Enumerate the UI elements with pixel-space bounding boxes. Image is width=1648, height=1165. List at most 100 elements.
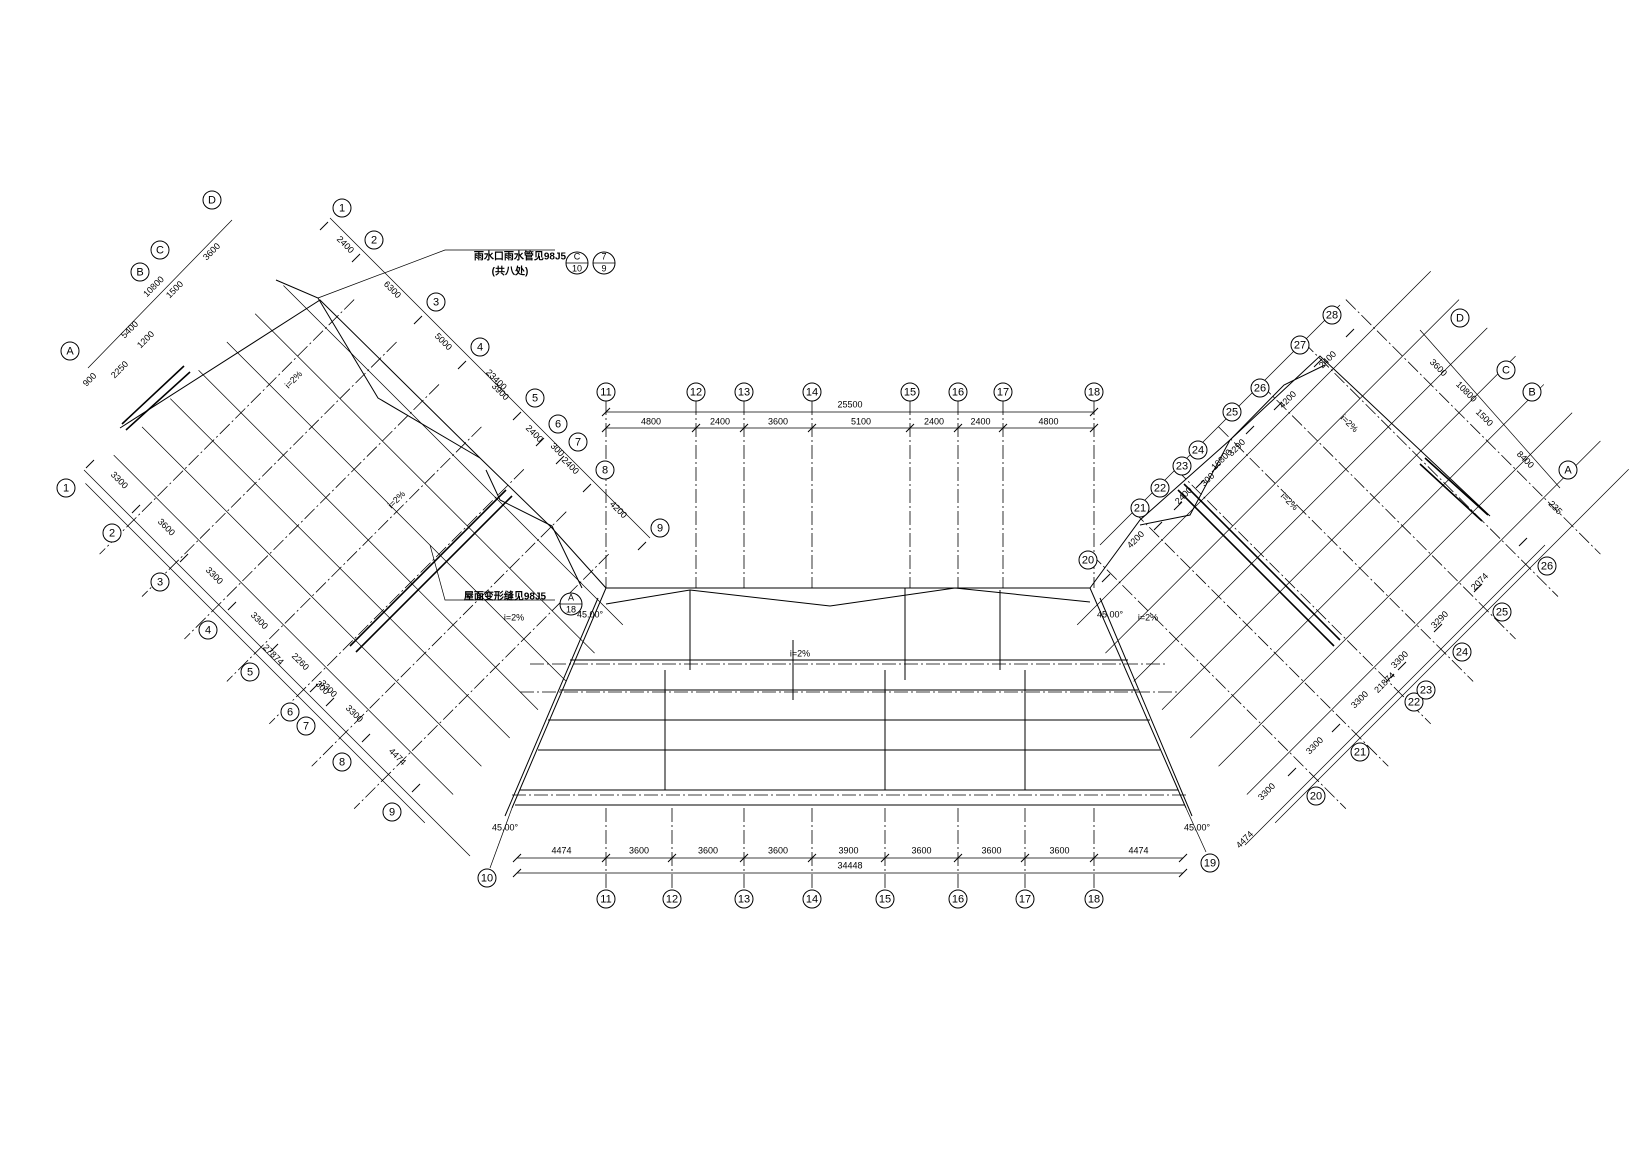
bottom-axis-13: 13 (738, 893, 750, 905)
right-upper-axis-21-circle (1130, 498, 1150, 518)
top-total-tick-l (601, 407, 611, 417)
left-upper-tick-7 (582, 483, 592, 493)
left-row-axis-2-circle (102, 523, 122, 543)
left-upper-axis-1: 1 (339, 202, 345, 214)
right-upper-tick-4 (1211, 463, 1221, 473)
left-upper-axis-1-circle (332, 198, 352, 218)
right-row-dim-2: 3300 (1349, 689, 1370, 710)
left-upper-dim-5: 2400 (560, 455, 581, 476)
right-upper-tick-2 (1273, 401, 1283, 411)
left-row-tick-8 (411, 783, 421, 793)
left-upper-tick-2 (413, 315, 423, 325)
top-total-dim: 25500 (837, 399, 862, 409)
corner-left-leader (489, 807, 513, 869)
corner-right-leader (1185, 807, 1207, 853)
left-upper-axis-8-circle (595, 460, 615, 480)
left-upper-axis-2-circle (364, 230, 384, 250)
left-upper-tick-1 (351, 253, 361, 263)
right-row-axis-25: 25 (1496, 606, 1508, 618)
right-row-tick-5 (1473, 583, 1483, 593)
top-dim-6: 4800 (1038, 416, 1058, 426)
right-row-tick-6 (1518, 537, 1528, 547)
left-upper-axis-4-circle (470, 337, 490, 357)
bottom-dim-tick-0 (512, 853, 522, 863)
left-row-axis-9-circle (382, 802, 402, 822)
left-upper-axis-9-circle (650, 518, 670, 538)
right-row-axis-24: 24 (1456, 646, 1468, 658)
top-axis-17: 17 (997, 386, 1009, 398)
left-col-dim-0: 900 (81, 371, 99, 389)
right-row-axis-22-circle (1404, 692, 1424, 712)
right-col-dim-line (1419, 329, 1561, 489)
left-upper-axis-6: 6 (555, 418, 561, 430)
left-row-axis-6-circle (280, 702, 300, 722)
left-col-axis-D-circle (202, 190, 222, 210)
right-upper-axis-23-circle (1172, 456, 1192, 476)
left-upper-dim-0: 2400 (335, 234, 356, 255)
drain-ref-1-top: C (574, 251, 581, 261)
left-upper-dim-6: 4200 (608, 499, 629, 520)
drain-ref-2-bottom: 9 (601, 263, 606, 273)
right-row-tick-4 (1433, 623, 1443, 633)
right-upper-axis-22: 22 (1154, 482, 1166, 494)
left-row-dim-2: 3300 (204, 565, 225, 586)
right-row-tick-2 (1385, 673, 1395, 683)
slope-label-1: i=2% (386, 489, 407, 510)
left-row-axis-8-circle (332, 752, 352, 772)
top-dim-tick-2 (739, 423, 749, 433)
left-upper-axis-6-circle (548, 414, 568, 434)
right-row-axis-25-circle (1492, 602, 1512, 622)
left-col-dim-4: 1500 (164, 279, 185, 300)
right-row-dim-line (1244, 544, 1546, 846)
left-col-dim-line (87, 219, 233, 369)
left-upper-tick-3 (457, 360, 467, 370)
bottom-total-tick-r (1178, 868, 1188, 878)
left-col-axis-A-circle (60, 341, 80, 361)
top-axis-16: 16 (952, 386, 964, 398)
left-row-dim-0: 3300 (109, 469, 130, 490)
top-dim-tick-3 (807, 423, 817, 433)
left-row-tick-5 (309, 683, 319, 693)
bottom-axis-11-circle (596, 889, 616, 909)
right-row-axis-22: 22 (1408, 696, 1420, 708)
corner-axis-left: 10 (481, 872, 493, 884)
left-row-tick-0 (85, 459, 95, 469)
top-dim-5: 2400 (970, 416, 990, 426)
right-row-dim-3: 3300 (1389, 649, 1410, 670)
left-row-axis-9: 9 (389, 806, 395, 818)
right-upper-dim-4: 4200 (1125, 529, 1146, 550)
angle-center-left: 45.00° (577, 609, 604, 619)
right-upper-axis-26-circle (1250, 378, 1270, 398)
right-row-axis-21: 21 (1354, 746, 1366, 758)
left-upper-axis-5-circle (525, 388, 545, 408)
right-row-axis-20: 20 (1310, 790, 1322, 802)
right-upper-axis-24-circle (1188, 440, 1208, 460)
bottom-dim-4: 3900 (838, 845, 858, 855)
right-col-axis-C: C (1502, 364, 1510, 376)
slope-label-3: i=2% (790, 648, 810, 658)
right-upper-axis-23: 23 (1176, 460, 1188, 472)
right-col-dim-2: 1500 (1474, 407, 1495, 428)
right-upper-axis-27-circle (1290, 335, 1310, 355)
top-axis-13: 13 (738, 386, 750, 398)
right-upper-axis-20-circle (1078, 550, 1098, 570)
right-row-axis-23-circle (1416, 680, 1436, 700)
left-row-dim-7: 4474 (387, 746, 408, 767)
left-row-axis-2: 2 (109, 527, 115, 539)
top-dim-tick-5 (953, 423, 963, 433)
left-col-dim-1: 2250 (109, 359, 130, 380)
slope-label-5: i=2% (1279, 491, 1300, 512)
left-upper-axis-7-circle (568, 432, 588, 452)
top-axis-15: 15 (904, 386, 916, 398)
left-row-tick-3 (227, 601, 237, 611)
left-col-axis-B: B (136, 266, 143, 278)
right-col-axis-C-circle (1496, 360, 1516, 380)
bottom-dim-8: 4474 (1128, 845, 1148, 855)
right-upper-total: 16800 (1209, 447, 1234, 472)
left-col-axis-B-circle (130, 262, 150, 282)
bottom-axis-14: 14 (806, 893, 818, 905)
slope-label-2: i=2% (504, 612, 524, 622)
right-row-axis-23: 23 (1420, 684, 1432, 696)
left-col-dim-5: 3600 (201, 241, 222, 262)
bottom-axis-16-circle (948, 889, 968, 909)
